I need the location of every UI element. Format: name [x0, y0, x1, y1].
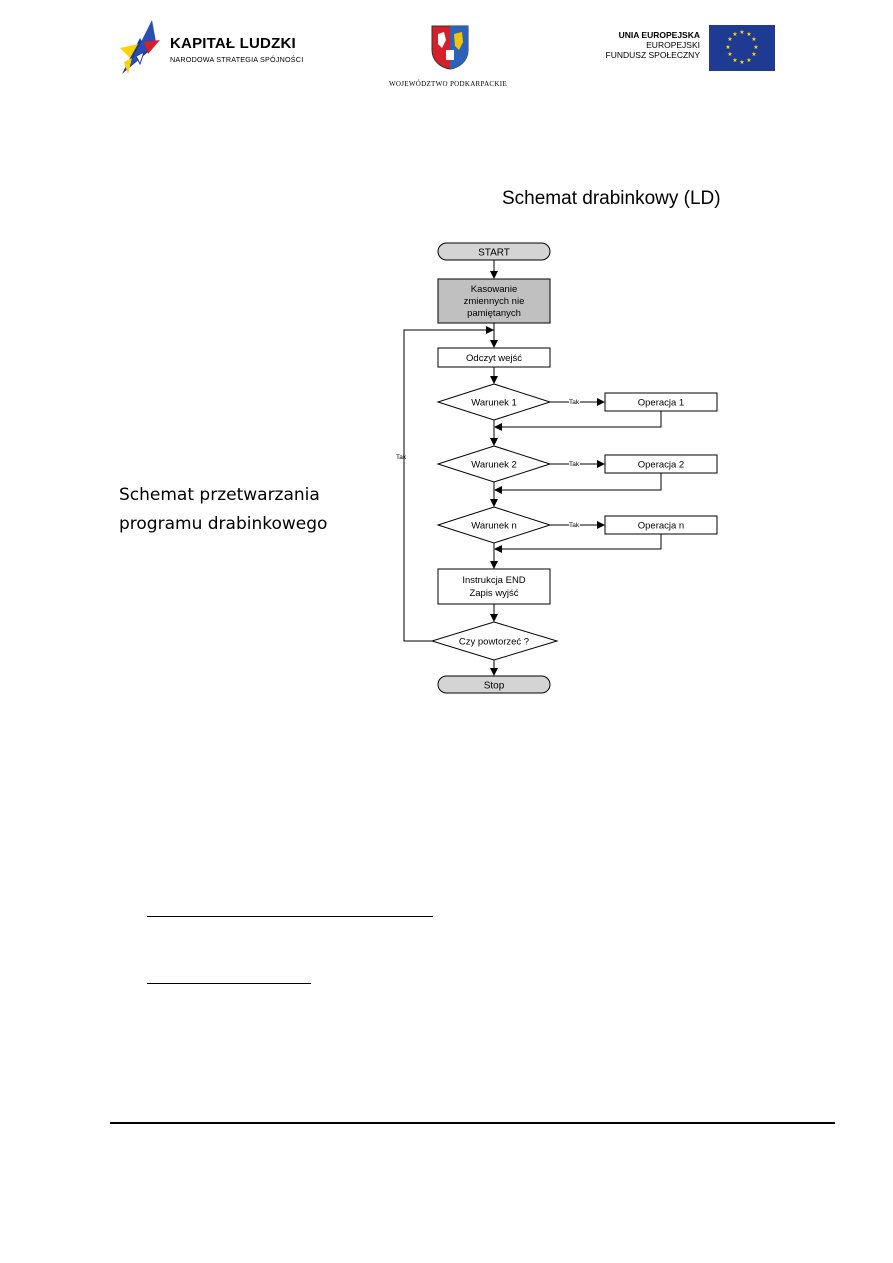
loop-yes-label: Tak	[396, 454, 407, 461]
yesn-label: Tak	[569, 522, 580, 529]
ue-logo: UNIA EUROPEJSKA EUROPEJSKI FUNDUSZ SPOŁE…	[600, 24, 780, 74]
start-terminal: START	[437, 242, 551, 261]
coat-of-arms-icon	[431, 25, 469, 70]
cond1-label: Warunek 1	[471, 398, 517, 409]
svg-text:★: ★	[732, 57, 737, 64]
return-op2	[494, 473, 662, 494]
answer-line-1	[147, 916, 433, 917]
svg-text:★: ★	[725, 44, 730, 51]
section-title: Schemat drabinkowy (LD)	[502, 188, 721, 209]
condition-n-diamond: Warunek n	[436, 506, 552, 544]
ue-line1: UNIA EUROPEJSKA	[618, 30, 700, 40]
op2-label: Operacja 2	[638, 460, 684, 471]
condition-1-diamond: Warunek 1	[436, 383, 552, 421]
reset-line2: zmiennych nie	[464, 296, 525, 307]
return-op1	[494, 411, 662, 431]
opn-label: Operacja n	[638, 521, 684, 532]
end-instruction-box: Instrukcja END Zapis wyjść	[437, 568, 551, 605]
ue-line3: FUNDUSZ SPOŁECZNY	[605, 50, 700, 60]
caption-line1: Schemat przetwarzania	[119, 485, 320, 505]
operation-2-box: Operacja 2	[604, 454, 718, 474]
read-inputs-box: Odczyt wejść	[437, 347, 551, 368]
svg-text:★: ★	[732, 31, 737, 38]
reset-line3: pamiętanych	[467, 308, 521, 319]
flowchart-caption: Schemat przetwarzania programu drabinkow…	[119, 481, 327, 539]
wojewodztwo-label: WOJEWÓDZTWO PODKARPACKIE	[389, 80, 507, 88]
svg-text:★: ★	[751, 51, 756, 58]
svg-text:★: ★	[753, 44, 758, 51]
ue-line2: EUROPEJSKI	[646, 40, 700, 50]
stop-terminal: Stop	[437, 675, 551, 694]
ue-text: UNIA EUROPEJSKA EUROPEJSKI FUNDUSZ SPOŁE…	[600, 30, 700, 60]
reset-variables-box: Kasowanie zmiennych nie pamiętanych	[437, 278, 551, 324]
kapital-ludzki-title: KAPITAŁ LUDZKI	[170, 35, 296, 52]
read-inputs-label: Odczyt wejść	[466, 353, 522, 364]
reset-line1: Kasowanie	[471, 284, 517, 295]
answer-line-2	[147, 983, 311, 984]
ladder-flowchart: START Kasowanie zmiennych nie pamiętanyc…	[396, 242, 718, 694]
repeat-decision-diamond: Czy powtorzeć ?	[430, 621, 559, 661]
svg-text:★: ★	[727, 36, 732, 43]
svg-text:★: ★	[746, 57, 751, 64]
svg-text:★: ★	[739, 59, 744, 66]
start-label: START	[478, 248, 510, 259]
stop-label: Stop	[484, 681, 505, 692]
eu-flag-icon: ★ ★ ★ ★ ★ ★ ★ ★ ★ ★ ★ ★	[709, 25, 775, 71]
operation-n-box: Operacja n	[604, 515, 718, 535]
kapital-ludzki-logo: KAPITAŁ LUDZKI NARODOWA STRATEGIA SPÓJNO…	[118, 18, 308, 78]
caption-line2: programu drabinkowego	[119, 514, 328, 534]
svg-text:★: ★	[751, 36, 756, 43]
return-opn	[494, 534, 662, 553]
svg-text:★: ★	[727, 51, 732, 58]
svg-text:★: ★	[746, 31, 751, 38]
condn-label: Warunek n	[471, 521, 517, 532]
svg-text:★: ★	[739, 29, 744, 36]
end-line2: Zapis wyjść	[469, 588, 518, 599]
operation-1-box: Operacja 1	[604, 392, 718, 412]
end-line1: Instrukcja END	[462, 575, 525, 586]
yes2-label: Tak	[569, 461, 580, 468]
op1-label: Operacja 1	[638, 398, 684, 409]
yes1-label: Tak	[569, 399, 580, 406]
condition-2-diamond: Warunek 2	[436, 445, 552, 483]
repeat-label: Czy powtorzeć ?	[459, 637, 529, 648]
kapital-ludzki-emblem-icon	[120, 20, 160, 74]
loop-back-line	[403, 329, 494, 642]
kapital-ludzki-subtitle: NARODOWA STRATEGIA SPÓJNOŚCI	[170, 55, 304, 64]
wojewodztwo-logo: WOJEWÓDZTWO PODKARPACKIE	[385, 24, 515, 90]
footer-rule	[110, 1122, 835, 1124]
cond2-label: Warunek 2	[471, 460, 517, 471]
